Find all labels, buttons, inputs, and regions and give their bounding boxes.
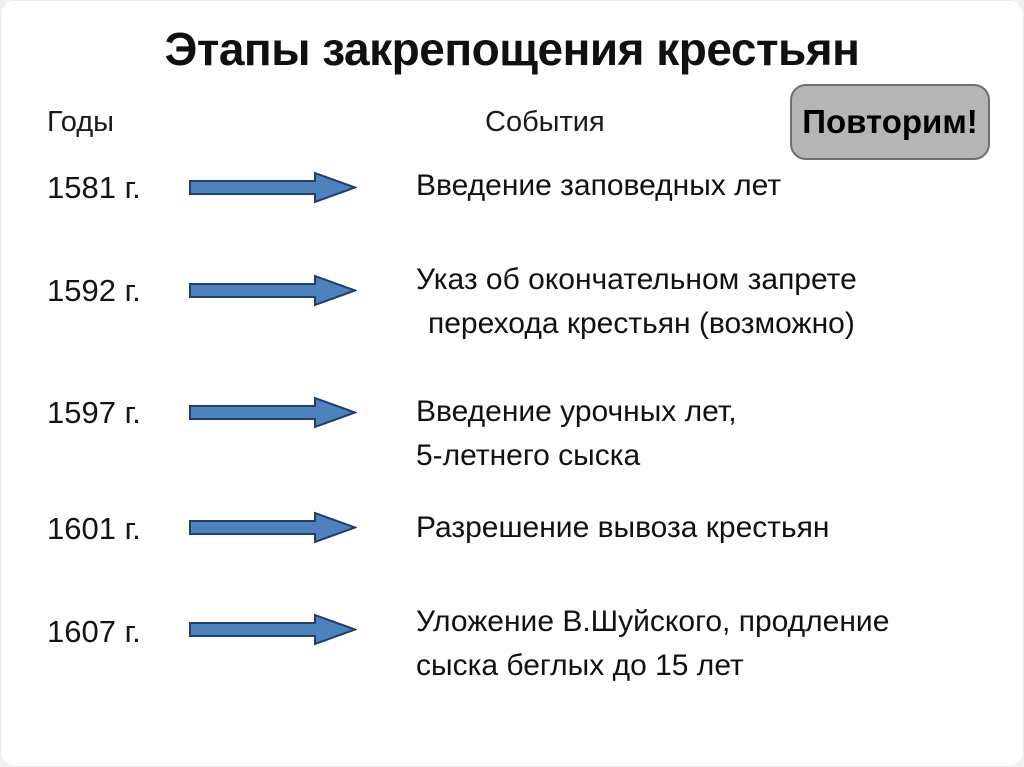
right-arrow-icon	[189, 511, 357, 544]
review-button-label: Повторим!	[802, 103, 978, 140]
year-label: 1592 г.	[47, 273, 141, 308]
right-arrow-icon	[189, 274, 357, 307]
year-label: 1607 г.	[47, 614, 141, 649]
event-line: перехода крестьян (возможно)	[428, 307, 855, 340]
event-line: Разрешение вывоза крестьян	[416, 511, 830, 544]
right-arrow-icon	[189, 396, 357, 429]
event-line: сыска беглых до 15 лет	[416, 649, 744, 682]
event-text: Уложение В.Шуйского, продление сыска бег…	[416, 600, 889, 688]
year-label: 1597 г.	[47, 395, 141, 430]
years-column-header: Годы	[47, 106, 115, 138]
event-text: Указ об окончательном запрете перехода к…	[416, 258, 857, 346]
event-text: Введение заповедных лет	[416, 164, 781, 208]
right-arrow-icon	[189, 171, 357, 204]
event-line: Введение урочных лет,	[416, 395, 737, 428]
year-label: 1601 г.	[47, 511, 141, 546]
event-text: Разрешение вывоза крестьян	[416, 506, 829, 550]
event-line: Уложение В.Шуйского, продление	[416, 605, 890, 638]
right-arrow-icon	[189, 613, 357, 646]
event-line: Введение заповедных лет	[416, 169, 782, 202]
event-text: Введение урочных лет, 5-летнего сыска	[416, 390, 737, 478]
events-column-header: События	[485, 106, 605, 138]
event-line: Указ об окончательном запрете	[416, 263, 857, 296]
review-button[interactable]: Повторим!	[790, 84, 990, 160]
event-line: 5-летнего сыска	[416, 439, 641, 472]
year-label: 1581 г.	[47, 170, 141, 205]
page-title: Этапы закрепощения крестьян	[164, 23, 860, 75]
